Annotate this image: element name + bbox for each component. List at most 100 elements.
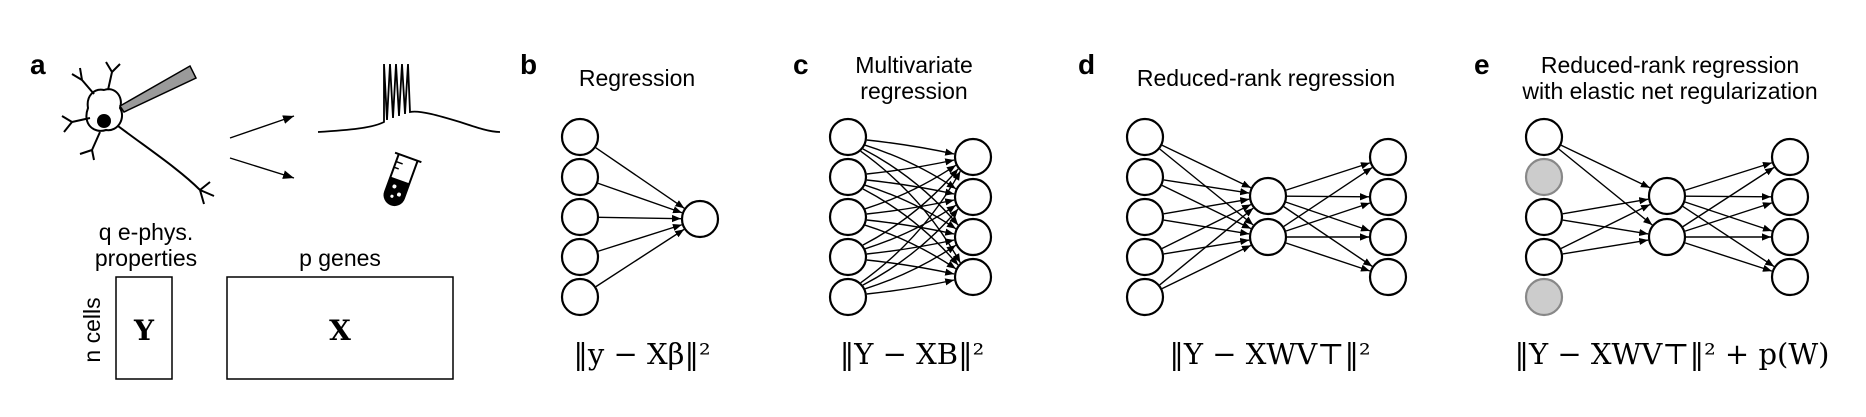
connection-arrow [1562,237,1649,255]
connection-arrow [864,204,957,250]
edges-b [595,147,685,288]
connection-arrow [1285,242,1371,272]
connection-arrow [1163,179,1250,196]
arrow-icon [229,115,295,139]
matrix-row-label: n cells [79,297,105,362]
panel-title-e: with elastic net regularization [1521,78,1817,104]
matrix-x-box [226,276,454,380]
panel-label-b: b [520,49,537,80]
connection-arrow [866,219,955,236]
edges-d [1159,144,1373,290]
input-node [1125,277,1165,317]
connection-arrow [866,198,955,215]
connection-arrow [864,184,957,230]
input-node [1125,237,1165,277]
input-node [1524,237,1564,277]
formula-d: ‖Y − XWV⊤‖² [1169,337,1370,371]
panel-title-c: regression [860,78,967,104]
input-node [560,117,600,157]
connection-arrow [595,228,685,288]
connection-arrow [1560,203,1651,250]
input-node [560,237,600,277]
connection-arrow [1159,207,1254,286]
connection-arrow [595,147,685,209]
formula-e: ‖Y − XWV⊤‖² + p(W) [1515,337,1830,371]
connection-arrow [1560,144,1651,189]
spike-trace-icon [317,63,501,133]
connection-arrow [866,259,955,276]
panel-title-b: Regression [579,65,695,91]
input-node [828,157,868,197]
edges-c [860,139,961,295]
matrix-x-symbol: X [329,314,351,347]
panel-title-c: Multivariate [855,52,973,78]
nodes-e [1524,117,1810,317]
input-node [1524,197,1564,237]
connection-arrow [864,244,957,290]
output-node [1368,177,1408,217]
output-node [1770,257,1810,297]
output-node [1368,217,1408,257]
edges-e [1558,144,1775,272]
connection-arrow [1562,197,1649,215]
connection-arrow [862,208,959,286]
connection-arrow [862,168,959,246]
input-node [828,197,868,237]
connection-arrow [866,139,955,156]
connection-arrow [1684,162,1773,191]
output-node [953,217,993,257]
formula-b: ‖y − Xβ‖² [573,337,710,371]
matrix-x-header: p genes [299,245,381,271]
nodes-b [560,117,720,317]
input-node [1524,117,1564,157]
connection-arrow [864,144,957,190]
matrix-y-box [115,276,173,380]
connection-arrow [1163,197,1250,215]
input-node [1125,157,1165,197]
matrix-y-header-line1: q e-phys. [99,219,194,245]
panel-label-a: a [30,49,46,80]
connection-arrow [1558,148,1653,226]
formula-c: ‖Y − XB‖² [840,337,984,371]
input-node [560,157,600,197]
latent-node [1647,176,1687,216]
connection-arrow [1285,202,1371,232]
connection-arrow [866,179,955,196]
input-node-dropped [1524,157,1564,197]
output-node [1770,137,1810,177]
output-node [953,177,993,217]
panel-title-e: Reduced-rank regression [1541,52,1799,78]
latent-node [1647,217,1687,257]
connection-arrow [864,224,957,270]
connection-arrow [597,182,683,214]
connection-arrow [1682,166,1775,228]
connection-arrow [862,148,959,226]
connection-arrow [864,164,957,210]
output-node [1770,217,1810,257]
panel-title-d: Reduced-rank regression [1137,65,1395,91]
connection-arrow [1161,144,1252,189]
panel-label-e: e [1474,49,1490,80]
nodes-d [1125,117,1408,317]
connection-arrow [1285,162,1371,191]
output-node [680,199,720,239]
connection-arrow [598,214,682,223]
input-node [560,277,600,317]
connection-arrow [1161,244,1252,290]
matrix-y-header-line2: properties [95,245,197,271]
test-tube-icon [383,151,422,206]
latent-node [1248,176,1288,216]
connection-arrow [1283,166,1373,228]
output-node [1368,137,1408,177]
matrix-y-symbol: Y [133,314,155,347]
nodes-c [828,117,993,317]
input-node [560,197,600,237]
panel-label-c: c [793,49,809,80]
latent-node [1248,217,1288,257]
output-node [953,137,993,177]
